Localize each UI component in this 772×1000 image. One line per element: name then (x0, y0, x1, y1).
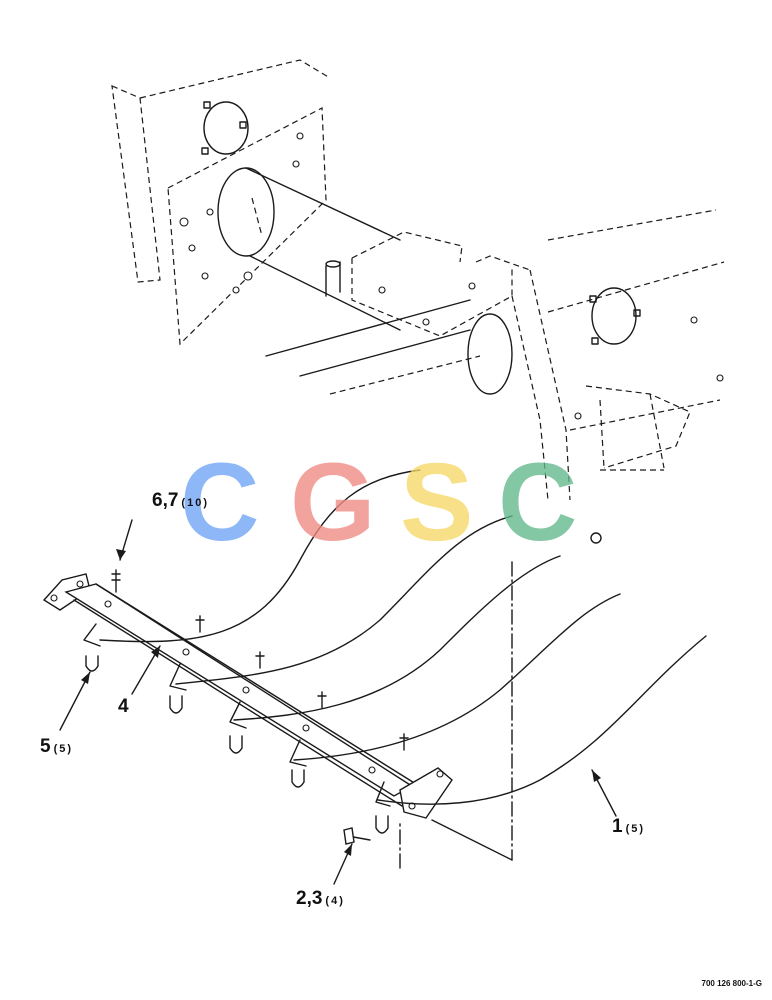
tine-wires (83, 469, 707, 807)
callout-4: 4 (118, 696, 132, 718)
callout-6-7-qty: (10) (181, 497, 209, 509)
callout-6-7: 6,7(10) (152, 490, 209, 512)
watermark-letter-c2: C (498, 441, 578, 564)
callout-4-number: 4 (118, 696, 129, 717)
watermark-letter-c1: C (180, 441, 260, 564)
leader-arrows (59, 519, 617, 885)
machine-frame-outline (111, 59, 725, 544)
callout-2-3-qty: (4) (325, 895, 345, 907)
callout-5-number: 5 (40, 736, 51, 757)
drawing-number: 700 126 800-1-G (701, 979, 763, 988)
callout-1-number: 1 (612, 816, 623, 837)
mounting-bolt (343, 827, 371, 845)
alignment-lines (399, 561, 513, 869)
callout-6-7-number: 6,7 (152, 490, 179, 511)
watermark-letter-s: S (400, 441, 474, 564)
lock-nuts (111, 569, 409, 751)
callout-1: 1(5) (612, 816, 645, 838)
callout-2-3-number: 2,3 (296, 888, 323, 909)
watermark-letter-g: G (290, 441, 376, 564)
callout-2-3: 2,3(4) (296, 888, 345, 910)
tine-bar-assembly (42, 573, 453, 819)
callout-1-qty: (5) (625, 823, 646, 835)
callout-5-qty: (5) (53, 743, 74, 755)
u-bolts (85, 655, 389, 834)
callout-5: 5(5) (40, 736, 73, 758)
